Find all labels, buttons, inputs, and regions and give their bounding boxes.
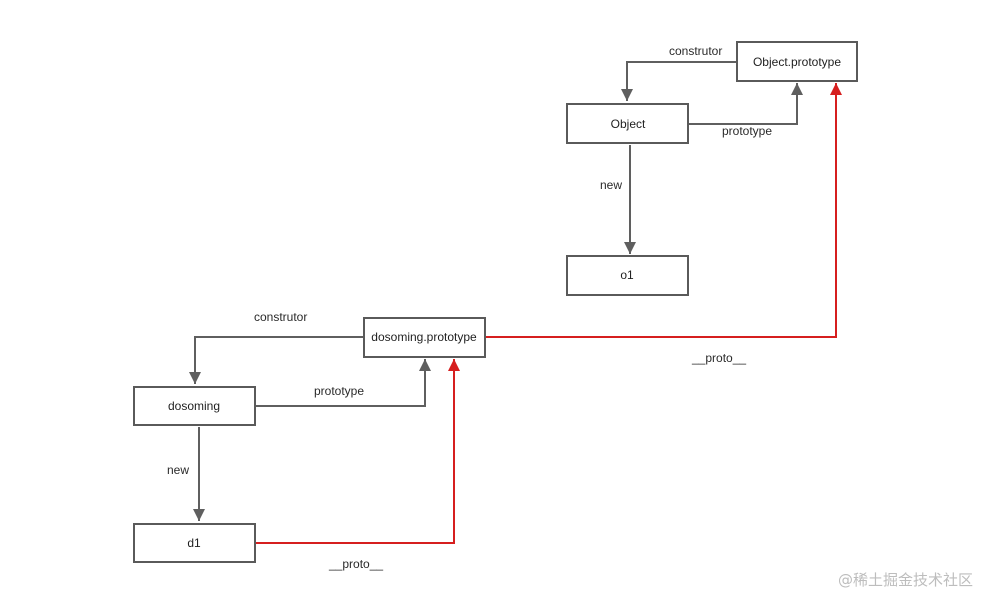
- node-d1-label: d1: [187, 536, 201, 550]
- node-dosoming: dosoming: [133, 386, 256, 426]
- node-dosoming-prototype-label: dosoming.prototype: [371, 330, 477, 344]
- node-object: Object: [566, 103, 689, 144]
- label-object-new: new: [600, 178, 622, 192]
- label-dosoming-prototype-proto: __proto__: [691, 351, 746, 365]
- node-o1-label: o1: [620, 268, 634, 282]
- node-d1: d1: [133, 523, 256, 563]
- edge-d1-proto: [256, 359, 460, 544]
- label-dosoming-prototype: prototype: [314, 384, 364, 398]
- edge-dosoming-prototype-proto: [485, 83, 842, 338]
- edge-dosoming-constructor: [189, 336, 363, 384]
- node-object-label: Object: [611, 117, 646, 131]
- label-dosoming-new: new: [167, 463, 189, 477]
- edge-object-constructor: [621, 61, 737, 101]
- node-o1: o1: [566, 255, 689, 296]
- node-object-prototype: Object.prototype: [736, 41, 858, 82]
- label-dosoming-constructor: construtor: [254, 310, 307, 324]
- label-object-prototype: prototype: [722, 124, 772, 138]
- label-d1-proto: __proto__: [328, 557, 383, 571]
- node-dosoming-label: dosoming: [168, 399, 220, 413]
- edge-dosoming-prototype: [256, 359, 431, 407]
- node-object-prototype-label: Object.prototype: [753, 55, 841, 69]
- label-object-constructor: construtor: [669, 44, 722, 58]
- node-dosoming-prototype: dosoming.prototype: [363, 317, 486, 358]
- edge-object-prototype: [689, 83, 803, 125]
- watermark-text: @稀土掘金技术社区: [838, 571, 973, 589]
